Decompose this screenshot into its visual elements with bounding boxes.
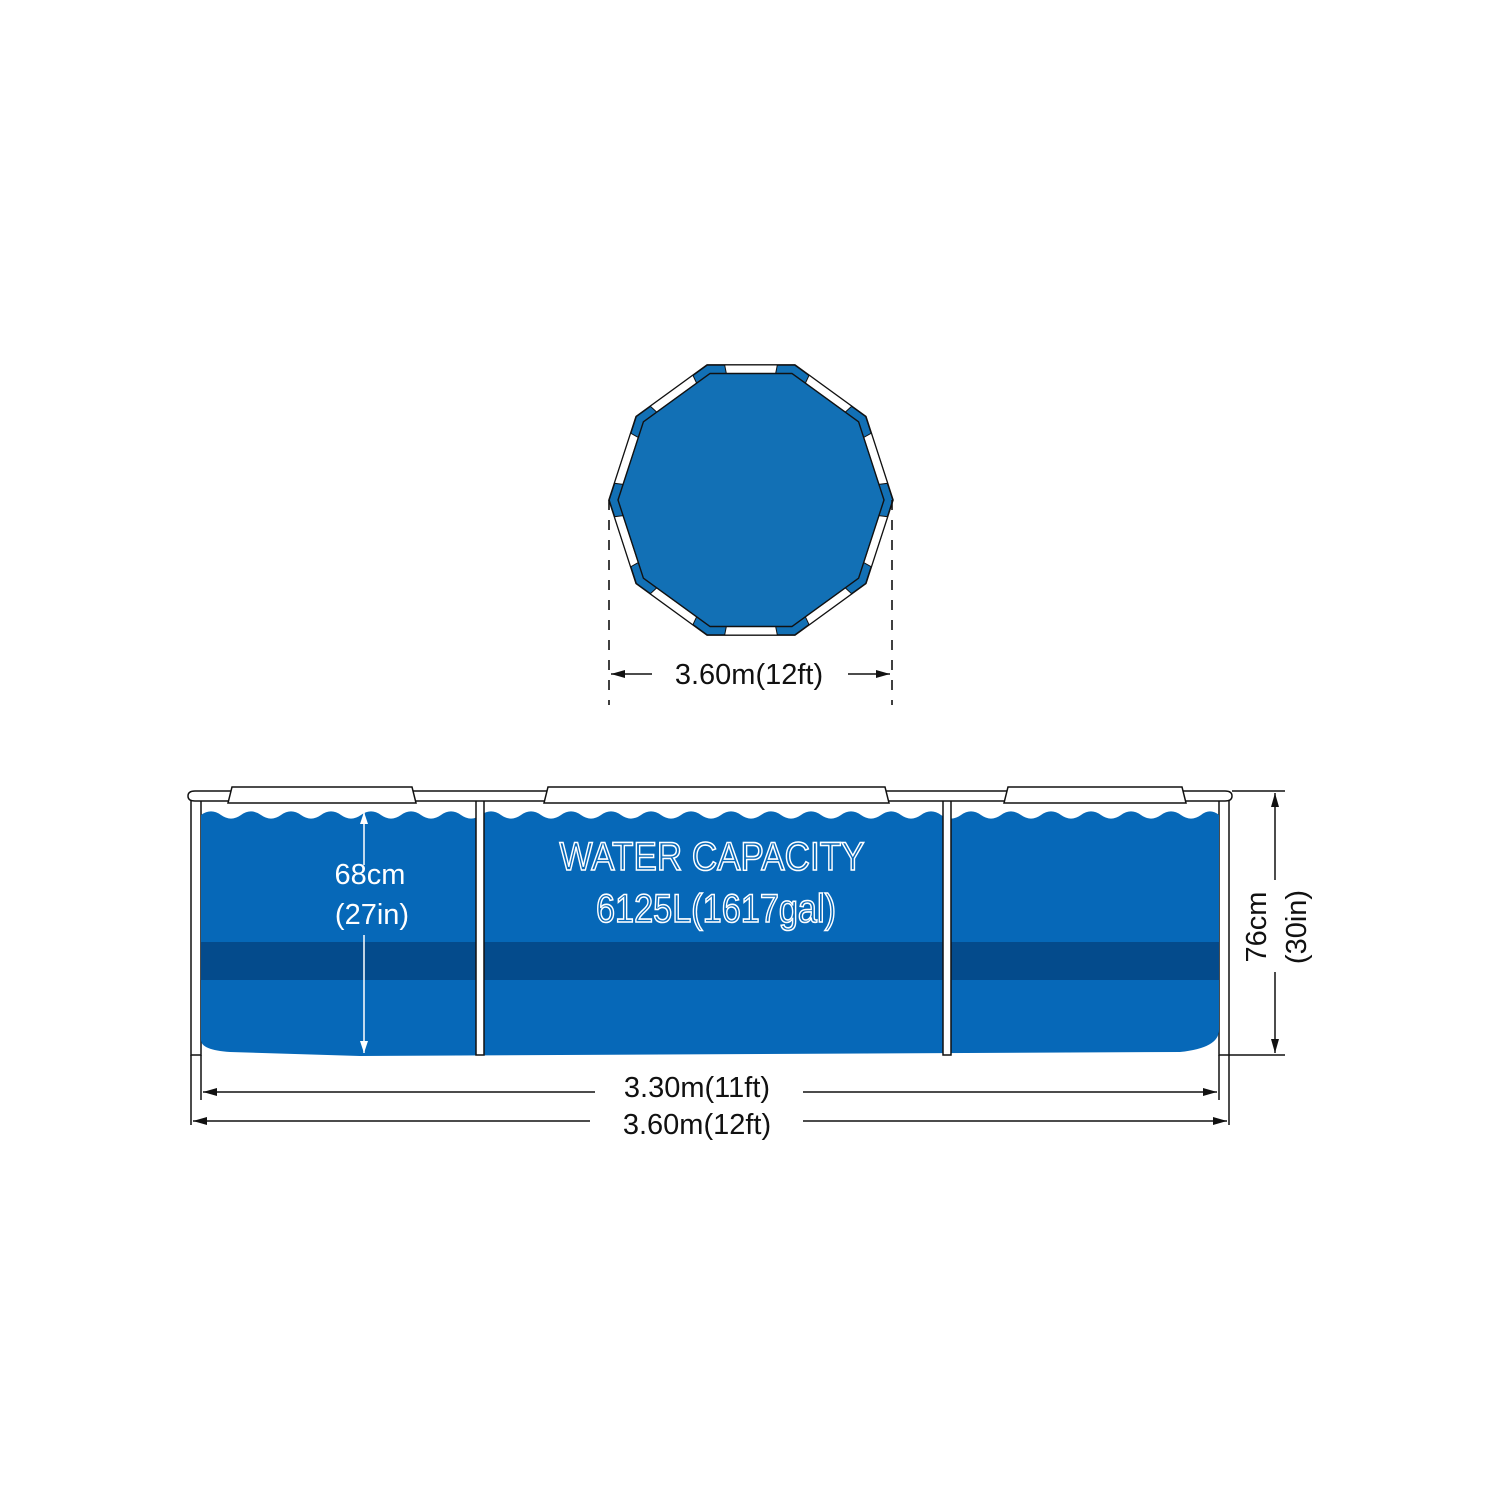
water-body xyxy=(201,811,1219,1056)
pool-top-decagon xyxy=(608,364,894,636)
wall-height-cm: 76cm xyxy=(1241,892,1273,963)
water-band xyxy=(201,942,1219,980)
outer-width-label: 3.60m(12ft) xyxy=(623,1109,771,1141)
water-depth-cm: 68cm xyxy=(335,859,406,891)
inner-width-label: 3.30m(11ft) xyxy=(624,1072,770,1104)
top-view: 3.60m(12ft) xyxy=(608,364,894,705)
frame-rail-segment xyxy=(724,364,778,375)
side-view: 68cm (27in) WATER CAPACITY 6125L(1617gal… xyxy=(187,786,1313,1141)
rail-joint xyxy=(227,786,417,804)
capacity-value: 6125L(1617gal) xyxy=(596,887,836,931)
frame-pole xyxy=(190,799,202,1056)
capacity-title: WATER CAPACITY xyxy=(560,835,865,879)
water-depth-in: (27in) xyxy=(335,899,409,931)
frame-pole xyxy=(1218,799,1230,1056)
frame-pole xyxy=(942,799,952,1056)
frame-pole xyxy=(475,799,485,1056)
frame-rail-segment xyxy=(724,625,778,636)
diameter-label: 3.60m(12ft) xyxy=(675,659,823,691)
rail-joint xyxy=(1003,786,1187,804)
rail-joint xyxy=(543,786,890,804)
pool-water-top xyxy=(617,372,885,628)
wall-height-in: (30in) xyxy=(1281,890,1313,964)
